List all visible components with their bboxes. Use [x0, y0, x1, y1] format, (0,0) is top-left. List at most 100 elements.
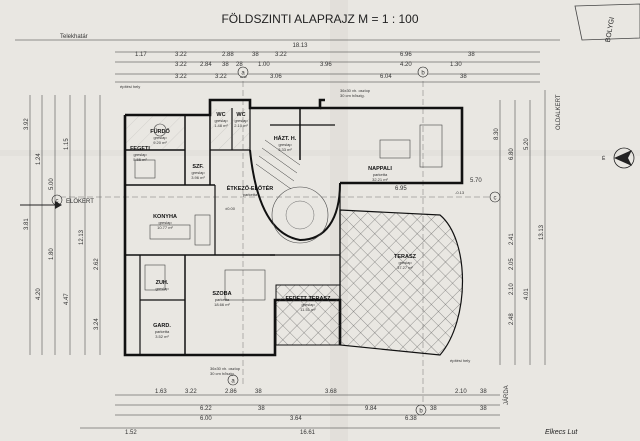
axis-a-label-bottom: a: [231, 379, 235, 385]
back-level-label: építési hely: [450, 358, 470, 363]
dim-label: 3.22: [185, 389, 197, 395]
top-left-label: Telekhatár: [60, 34, 88, 40]
room-name: ÉTKEZŐ-ELŐTÉR: [227, 184, 273, 192]
room-area: 10.77 m²: [157, 225, 173, 230]
dining-table-inner: [285, 200, 315, 230]
dim-label: 38: [468, 52, 475, 58]
bath-floor-hatch: [126, 116, 184, 149]
room-name: ZUH.: [156, 280, 169, 286]
wc-floor-hatch: [211, 109, 249, 149]
room-floor: greslap: [398, 260, 412, 265]
dim-label: 2.10: [509, 283, 515, 295]
room-floor: greslap: [191, 170, 205, 175]
room-name: FEGETI: [130, 146, 150, 152]
dim-label: 5.00: [49, 178, 55, 190]
room-area: 37.27 m²: [397, 265, 413, 270]
room-name: WC: [236, 112, 245, 118]
dim-label: 3.64: [290, 416, 302, 422]
room-name: FEDETT TERASZ: [286, 296, 332, 302]
dim-label: 3.68: [325, 389, 337, 395]
room-name: SZOBA: [212, 291, 231, 297]
dim-label: 1.80: [49, 248, 55, 260]
room-name: NAPPALI: [368, 166, 392, 172]
dim-label: 38: [222, 62, 229, 68]
terrace-area: [339, 209, 463, 356]
room-name: KONYHA: [153, 214, 177, 220]
room-floor: parketta: [243, 192, 258, 197]
bottom-edge-dim: 1.52: [125, 430, 137, 436]
room-area: 32.21 m²: [372, 177, 388, 182]
bottom-dimension-lines: [80, 394, 500, 429]
room-floor: greslap: [155, 286, 169, 291]
dim-label: 38: [480, 389, 487, 395]
stair-dim: 6.95: [395, 186, 407, 192]
room-floor: greslap: [158, 220, 172, 225]
room-area: 11.51 m²: [300, 307, 316, 312]
room-area: 18.66 m²: [214, 302, 230, 307]
room-name: WC: [216, 112, 225, 118]
axis-b-label-bottom: b: [419, 409, 423, 415]
room-floor: greslap: [301, 302, 315, 307]
dim-label: 38: [255, 389, 262, 395]
room-area: 2.10 m²: [234, 123, 248, 128]
dim-label: 5.20: [524, 138, 530, 150]
dim-label: 2.84: [200, 62, 212, 68]
dim-label: 6.80: [509, 148, 515, 160]
signature: Elkecs Lut: [545, 429, 578, 436]
room-area: 3.96 m²: [191, 175, 205, 180]
axis-c-label-left: c: [56, 199, 59, 205]
room-area: 9.20 m²: [153, 140, 167, 145]
dim-label: 1.24: [36, 153, 42, 165]
entry-label: ELÖKERT: [66, 198, 94, 205]
dim-label: 2.41: [509, 233, 515, 245]
dim-label: 1.15: [64, 138, 70, 150]
stair-icon: [255, 139, 301, 190]
top-overall-dim: 18.13: [292, 43, 308, 49]
dim-label: 3.92: [24, 118, 30, 130]
dim-label: 4.01: [524, 288, 530, 300]
dim-label: 38: [460, 74, 467, 80]
dim-label: 1.30: [450, 62, 462, 68]
dim-label: 3.22: [175, 74, 187, 80]
dim-label: 3.24: [94, 318, 100, 330]
column-note-bottom: 30 cm hőszig.: [210, 371, 235, 376]
entry-arrowhead-icon: [55, 201, 62, 209]
left-dimension-lines: [29, 95, 101, 355]
axis-a-label: a: [241, 71, 245, 77]
dim-label: 2.10: [455, 389, 467, 395]
bottom-right-label: JÁRDA: [503, 385, 510, 405]
furniture: [134, 123, 443, 301]
room-name: TERASZ: [394, 254, 417, 260]
level-mark-b: -0.13: [455, 190, 465, 195]
right-dimension-lines: [499, 90, 546, 365]
dim-label: 6.04: [380, 74, 392, 80]
dim-label: 1.17: [135, 52, 147, 58]
dim-label: 38: [258, 406, 265, 412]
top-dimension-lines: [15, 39, 560, 83]
room-floor: greslap: [153, 135, 167, 140]
dim-label: 2.86: [225, 389, 237, 395]
room-floor: greslap: [133, 152, 147, 157]
dim-label: 12.13: [79, 229, 85, 245]
dim-label: 2.88: [222, 52, 234, 58]
dim-label: 3.96: [320, 62, 332, 68]
dim-label: 9.84: [365, 406, 377, 412]
dim-label: 6.96: [400, 52, 412, 58]
room-floor: parketta: [155, 329, 170, 334]
room-area: 1.48 m²: [214, 123, 228, 128]
room-floor: greslap: [234, 118, 248, 123]
plan-title: FÖLDSZINTI ALAPRAJZ M = 1 : 100: [221, 12, 418, 26]
north-label: É: [602, 155, 606, 162]
corner-note: BOLYGI: [605, 16, 616, 42]
dim-label: 6.38: [405, 416, 417, 422]
dim-label: 38: [480, 406, 487, 412]
room-area: 3.52 m²: [155, 334, 169, 339]
dining-table: [271, 186, 329, 244]
room-name: HÁZT. H.: [274, 135, 297, 142]
dim-label: 3.22: [275, 52, 287, 58]
dim-label: 28: [236, 62, 243, 68]
dim-label: 3.81: [24, 218, 30, 230]
dim-label: 1.00: [258, 62, 270, 68]
room-area: 3.33 m²: [278, 147, 292, 152]
